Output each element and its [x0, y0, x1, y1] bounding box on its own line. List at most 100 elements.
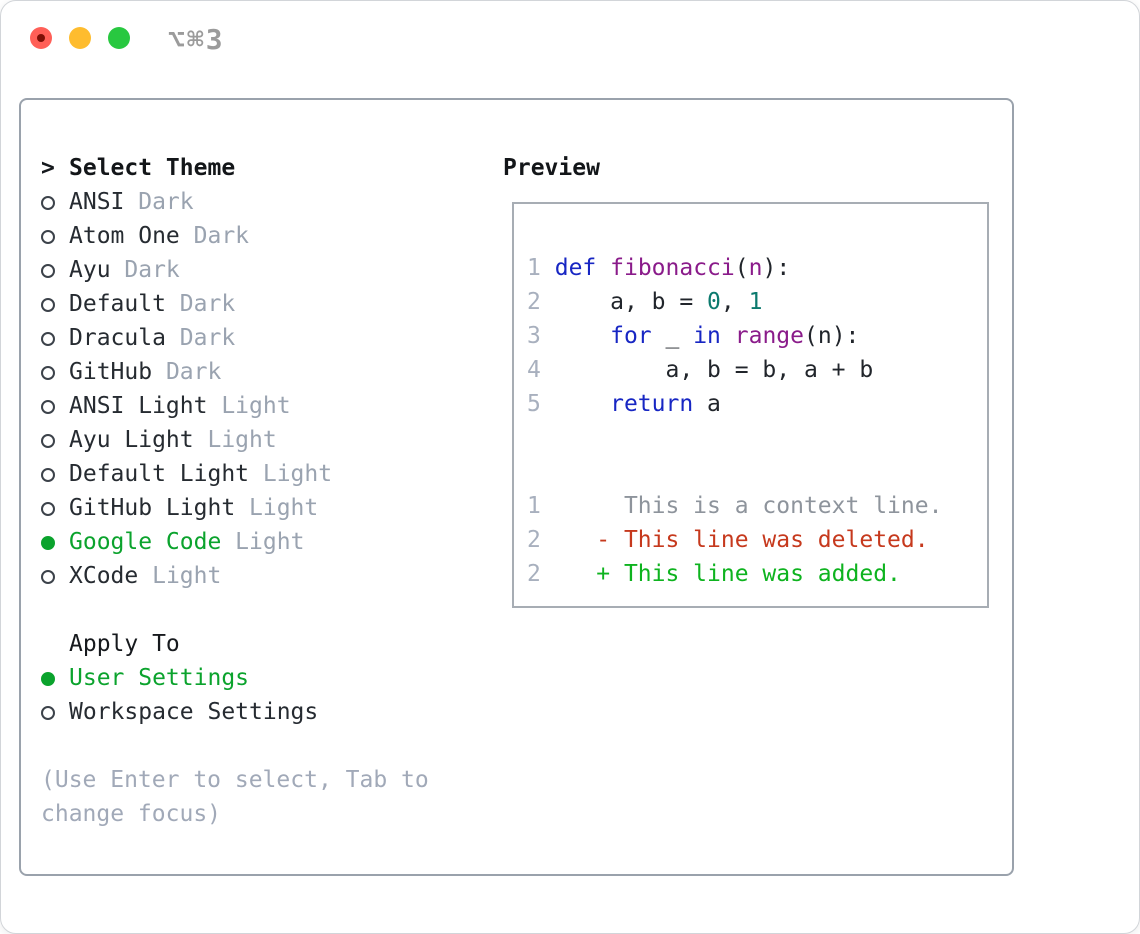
- option-variant-label: Light: [207, 393, 291, 419]
- option-variant-label: Dark: [110, 257, 180, 283]
- preview-line: 4 a, b = b, a + b: [527, 353, 987, 387]
- theme-option-ayu[interactable]: Ayu Dark: [41, 253, 429, 287]
- preview-title: Preview: [503, 155, 600, 181]
- radio-icon: [41, 400, 55, 414]
- theme-option-github-light[interactable]: GitHub Light Light: [41, 491, 429, 525]
- apply-option-user-settings[interactable]: User Settings: [41, 661, 429, 695]
- code-token-k: return: [610, 391, 694, 417]
- option-label: XCode: [69, 563, 139, 589]
- window-title: ⌥⌘3: [168, 23, 225, 56]
- option-label: Dracula: [69, 325, 166, 351]
- minimize-button[interactable]: [69, 27, 91, 49]
- option-variant-label: Light: [138, 563, 222, 589]
- code-token-g: 2: [527, 289, 541, 315]
- theme-option-ayu-light[interactable]: Ayu Light Light: [41, 423, 429, 457]
- code-token-i: + This line was added.: [540, 561, 901, 587]
- option-label: Google Code: [69, 529, 222, 555]
- theme-option-dracula[interactable]: Dracula Dark: [41, 321, 429, 355]
- preview-line: [527, 217, 987, 251]
- preview-line: 1 This is a context line.: [527, 489, 987, 523]
- close-button[interactable]: [30, 27, 52, 49]
- cursor-marker: >: [41, 155, 55, 181]
- preview-line: 1 def fibonacci(n):: [527, 251, 987, 285]
- preview-line: 2 a, b = 0, 1: [527, 285, 987, 319]
- theme-option-xcode[interactable]: XCode Light: [41, 559, 429, 593]
- close-dot-icon: [37, 34, 45, 42]
- radio-icon: [41, 230, 55, 244]
- option-variant-label: Dark: [165, 325, 236, 351]
- code-token-p: ):: [762, 255, 791, 281]
- theme-option-ansi[interactable]: ANSI Dark: [41, 185, 429, 219]
- theme-option-google-code[interactable]: Google Code Light: [41, 525, 429, 559]
- option-variant-label: Light: [193, 427, 277, 453]
- radio-icon: [41, 196, 55, 210]
- code-token-p: [541, 255, 555, 281]
- option-label: ANSI: [69, 189, 125, 215]
- code-token-g: 1: [527, 255, 541, 281]
- code-token-p: a, b = b, a + b: [540, 357, 874, 383]
- code-token-t: fibonacci: [610, 255, 735, 281]
- radio-icon: [41, 264, 55, 278]
- option-variant-label: Light: [235, 495, 319, 521]
- select-theme-header: > Select Theme: [41, 151, 429, 185]
- option-label: Ayu Light: [69, 427, 194, 453]
- code-token-p: _: [651, 323, 694, 349]
- theme-option-ansi-light[interactable]: ANSI Light Light: [41, 389, 429, 423]
- radio-icon: [41, 570, 55, 584]
- option-label: GitHub Light: [69, 495, 236, 521]
- code-token-d: - This line was deleted.: [540, 527, 929, 553]
- option-label: Default Light: [69, 461, 250, 487]
- code-token-t: range: [734, 323, 805, 349]
- zoom-button[interactable]: [108, 27, 130, 49]
- code-token-k: def: [554, 255, 597, 281]
- radio-icon: [41, 298, 55, 312]
- code-token-p: [721, 323, 735, 349]
- titlebar: ⌥⌘3: [1, 1, 1139, 73]
- code-token-g: 2: [527, 561, 541, 587]
- select-theme-title: Select Theme: [69, 155, 236, 181]
- option-label: Default: [69, 291, 166, 317]
- code-token-g: 2: [527, 527, 541, 553]
- radio-selected-icon: [41, 672, 55, 686]
- radio-icon: [41, 706, 55, 720]
- theme-option-atom-one[interactable]: Atom One Dark: [41, 219, 429, 253]
- option-variant-label: Dark: [124, 189, 194, 215]
- theme-option-default[interactable]: Default Dark: [41, 287, 429, 321]
- code-token-p: [541, 323, 610, 349]
- option-label: Ayu: [69, 257, 111, 283]
- radio-icon: [41, 332, 55, 346]
- option-variant-label: Light: [249, 461, 333, 487]
- option-label: Atom One: [69, 223, 180, 249]
- code-token-l: 1: [748, 289, 763, 315]
- option-label: Workspace Settings: [69, 699, 319, 725]
- preview-line: [527, 421, 987, 455]
- code-token-g: 1: [527, 493, 541, 519]
- apply-to-title: Apply To: [69, 631, 180, 657]
- code-token-l: 0: [707, 289, 721, 315]
- apply-option-workspace-settings[interactable]: Workspace Settings: [41, 695, 429, 729]
- code-token-p: [596, 255, 610, 281]
- code-token-p: a, b =: [540, 289, 708, 315]
- code-token-c: This is a context line.: [540, 493, 943, 519]
- theme-option-default-light[interactable]: Default Light Light: [41, 457, 429, 491]
- code-token-g: 3: [527, 323, 541, 349]
- preview-line: 5 return a: [527, 387, 987, 421]
- code-token-p: (: [734, 255, 749, 281]
- option-label: ANSI Light: [69, 393, 208, 419]
- preview-line: [527, 455, 987, 489]
- radio-icon: [41, 366, 55, 380]
- radio-icon: [41, 434, 55, 448]
- spacer: [41, 729, 429, 763]
- option-variant-label: Dark: [165, 291, 236, 317]
- preview-line: 2 - This line was deleted.: [527, 523, 987, 557]
- option-label: GitHub: [69, 359, 153, 385]
- preview-line: 3 for _ in range(n):: [527, 319, 987, 353]
- preview-line: 2 + This line was added.: [527, 557, 987, 591]
- theme-option-github[interactable]: GitHub Dark: [41, 355, 429, 389]
- code-token-p: [541, 391, 610, 417]
